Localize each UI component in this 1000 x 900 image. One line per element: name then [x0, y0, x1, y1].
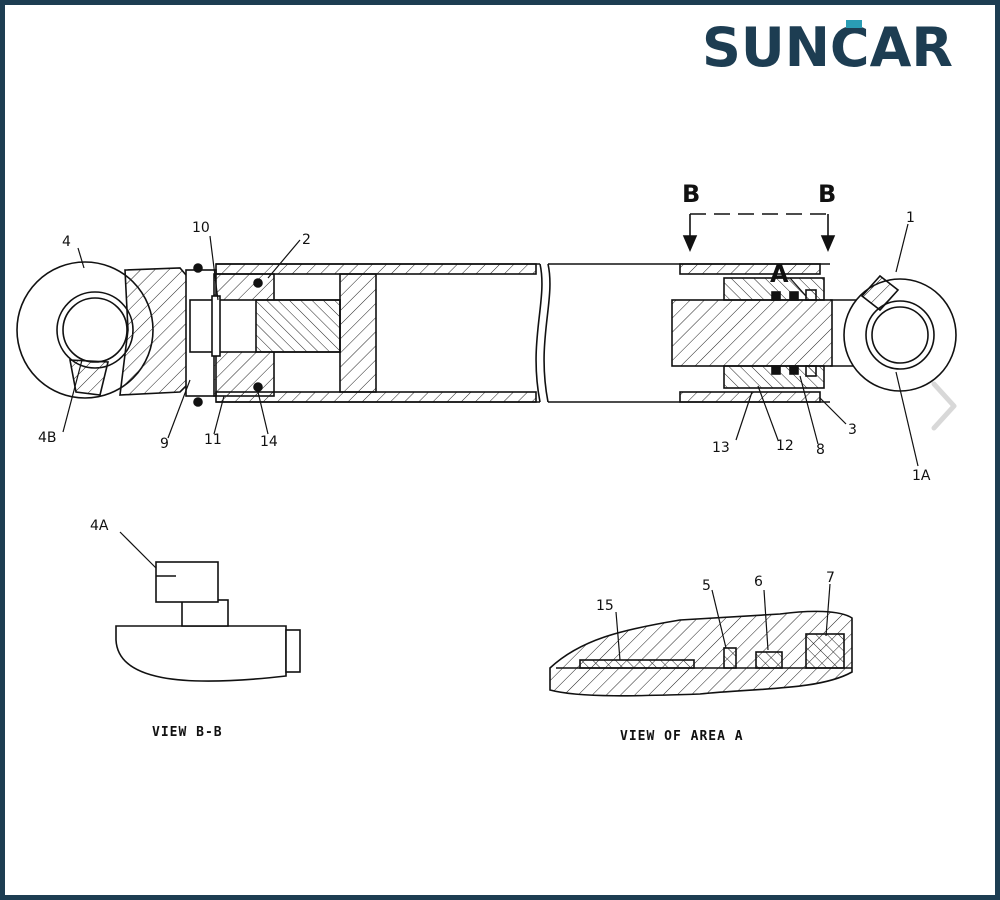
label-part-11: 11 — [204, 432, 222, 448]
view-area-a-detail — [549, 610, 853, 697]
label-part-4b: 4B — [38, 430, 57, 446]
next-image-button[interactable] — [926, 378, 962, 434]
label-part-15: 15 — [596, 598, 614, 614]
cylinder-tube-left — [215, 263, 540, 403]
caption-view-bb: VIEW B-B — [152, 725, 223, 740]
label-part-4a: 4A — [90, 518, 109, 534]
label-section-b-left: B — [682, 180, 700, 208]
label-part-14: 14 — [260, 434, 278, 450]
label-part-1a: 1A — [912, 468, 931, 484]
logo-accent — [846, 20, 862, 28]
label-part-1: 1 — [906, 210, 915, 226]
break-line-left — [535, 263, 543, 403]
right-rod-eye — [843, 274, 957, 392]
section-bb-marker — [682, 213, 836, 253]
view-bb-fitting — [115, 561, 301, 682]
label-part-5: 5 — [702, 578, 711, 594]
label-part-2: 2 — [302, 232, 311, 248]
suncar-logo-mark: SUNCAR — [702, 16, 953, 79]
break-line-right — [543, 263, 551, 403]
cylinder-tube-right — [548, 263, 860, 403]
label-section-b-right: B — [818, 180, 836, 208]
label-part-13: 13 — [712, 440, 730, 456]
left-rod-eye — [16, 261, 193, 399]
logo-text: SUNCAR — [702, 16, 953, 76]
label-part-10: 10 — [192, 220, 210, 236]
caption-view-area-a: VIEW OF AREA A — [620, 729, 744, 744]
label-part-3: 3 — [848, 422, 857, 438]
label-part-7: 7 — [826, 570, 835, 586]
head-gland — [185, 263, 341, 407]
brand-logo: SUNCAR — [700, 12, 990, 79]
label-part-12: 12 — [776, 438, 794, 454]
label-part-8: 8 — [816, 442, 825, 458]
label-part-9: 9 — [160, 436, 169, 452]
label-part-6: 6 — [754, 574, 763, 590]
label-part-4: 4 — [62, 234, 71, 250]
label-area-a: A — [770, 260, 789, 288]
chevron-right-icon — [931, 381, 957, 431]
